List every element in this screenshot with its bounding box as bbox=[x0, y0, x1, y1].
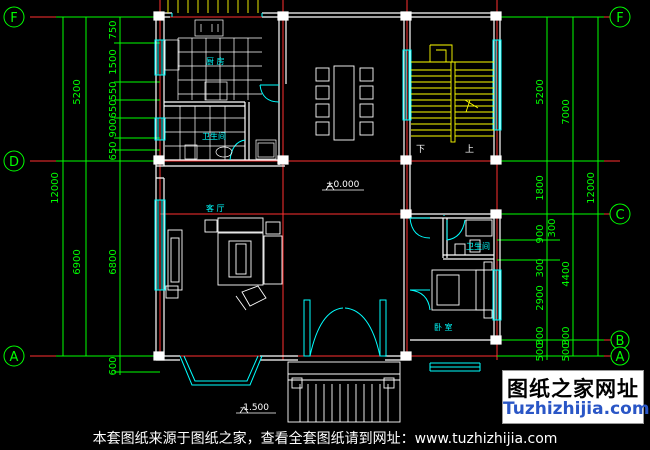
dim-left-5200: 5200 bbox=[72, 79, 83, 104]
dimension-text: 5200 12000 6900 750 1500 550 750 650 900… bbox=[50, 20, 597, 375]
axis-label-c: C bbox=[615, 208, 624, 223]
dim-left-6800: 6800 bbox=[108, 249, 119, 274]
axis-label-f-right: F bbox=[616, 11, 623, 26]
axis-label-a-right: A bbox=[616, 350, 625, 365]
entry-steps bbox=[167, 0, 401, 423]
dim-right-12000: 12000 bbox=[586, 172, 597, 204]
dim-left-650b: 650 bbox=[108, 141, 119, 160]
dim-right-4400: 4400 bbox=[561, 261, 572, 286]
axis-label-b: B bbox=[616, 334, 625, 349]
dim-left-550: 550 bbox=[108, 81, 119, 100]
level-floor: ±0.000 bbox=[326, 180, 360, 190]
dim-right-2900: 2900 bbox=[535, 285, 546, 310]
room-labels: 厨 房 卫生间 客 厅 卫生间 卧 室 bbox=[202, 56, 490, 332]
staircase bbox=[411, 44, 494, 143]
axis-label-d: D bbox=[9, 155, 19, 170]
axis-label-f-left: F bbox=[10, 11, 17, 26]
dim-right-1800: 1800 bbox=[535, 175, 546, 200]
dim-right-300c: 300 bbox=[535, 326, 546, 345]
living-furniture bbox=[165, 217, 283, 311]
kitchen-grid bbox=[164, 19, 262, 101]
dimension-lines-right bbox=[497, 16, 604, 360]
dim-right-5200: 5200 bbox=[535, 79, 546, 104]
axis-bubbles bbox=[3, 6, 631, 367]
dim-right-500-outer: 500 bbox=[561, 342, 572, 361]
dim-left-900: 900 bbox=[108, 118, 119, 137]
dim-right-300: 300 bbox=[561, 326, 572, 345]
dim-right-300b: 300 bbox=[535, 258, 546, 277]
room-living: 客 厅 bbox=[206, 203, 225, 213]
stair-up-label: 上 bbox=[465, 144, 474, 155]
watermark-en: Tuzhizhijia.com bbox=[503, 399, 650, 419]
stair-down-label: 下 bbox=[416, 145, 425, 155]
axis-bubble-labels: F D A F C B A bbox=[9, 11, 625, 365]
axis-label-a-left: A bbox=[10, 350, 19, 365]
dimension-lines-left bbox=[56, 16, 160, 375]
room-bedroom: 卧 室 bbox=[434, 322, 453, 332]
dim-right-300a: 300 bbox=[547, 218, 558, 237]
watermark-cn: 图纸之家网址 bbox=[507, 377, 639, 401]
room-bath-left: 卫生间 bbox=[202, 131, 226, 141]
footer-caption: 本套图纸来源于图纸之家，查看全套图纸请到网址：www.tuzhizhijia.c… bbox=[92, 431, 558, 447]
dim-left-1500: 1500 bbox=[108, 49, 119, 74]
dim-left-650a: 650 bbox=[108, 99, 119, 118]
dim-left-600: 600 bbox=[108, 356, 119, 375]
dim-left-750a: 750 bbox=[108, 20, 119, 39]
room-kitchen: 厨 房 bbox=[206, 56, 225, 66]
doors bbox=[229, 84, 466, 311]
annotations: 下 上 ±0.000 -1.500 bbox=[240, 144, 474, 413]
windows bbox=[154, 13, 502, 386]
level-markers bbox=[236, 183, 364, 414]
bedroom-furniture bbox=[431, 219, 493, 319]
dim-right-500: 500 bbox=[535, 342, 546, 361]
room-bath-right: 卫生间 bbox=[466, 241, 490, 251]
level-outdoor: -1.500 bbox=[240, 403, 269, 413]
walls bbox=[153, 11, 502, 361]
watermark-badge: 图纸之家网址 Tuzhizhijia.com bbox=[502, 370, 650, 424]
bath-left-fixtures bbox=[165, 106, 277, 160]
dining-table bbox=[315, 65, 374, 141]
dim-left-6900: 6900 bbox=[72, 249, 83, 274]
dim-right-7000: 7000 bbox=[561, 99, 572, 124]
dim-left-12000: 12000 bbox=[50, 172, 61, 204]
dim-right-900: 900 bbox=[535, 224, 546, 243]
